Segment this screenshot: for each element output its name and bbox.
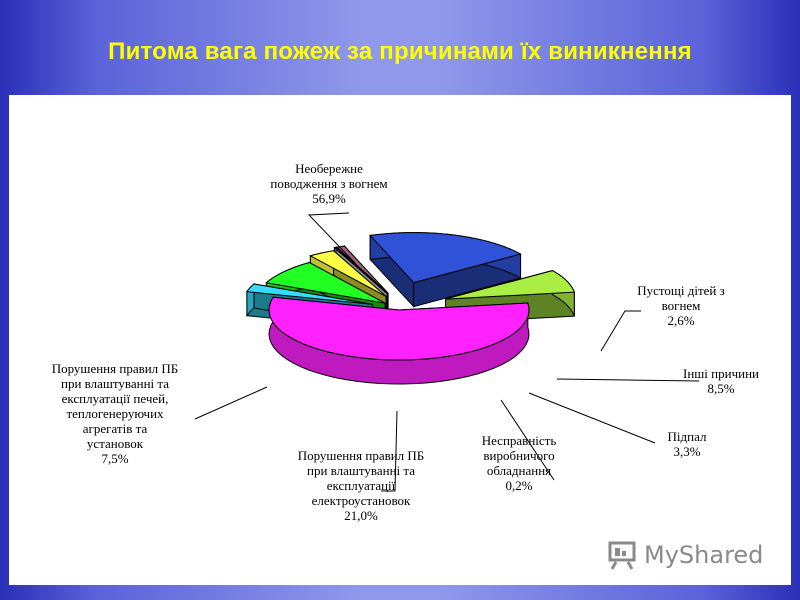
watermark: MyShared	[608, 538, 763, 572]
slice-label-line: обладнання	[487, 463, 551, 478]
slice-label-line: 21,0%	[344, 508, 378, 523]
slice-label-line: 8,5%	[707, 381, 734, 396]
pie-slice	[333, 246, 388, 294]
slide-title: Питома вага пожеж за причинами їх виникн…	[108, 38, 692, 65]
pie-slice	[369, 232, 522, 284]
leader-line	[600, 310, 641, 352]
slice-label-line: 56,9%	[312, 191, 346, 206]
slice-label-line: 0,2%	[505, 478, 532, 493]
slice-label-line: 3,3%	[673, 444, 700, 459]
presentation-board-icon	[608, 541, 636, 570]
slice-label-line: 2,6%	[667, 313, 694, 328]
slice-label-line: при влаштуванні та	[307, 463, 415, 478]
pie-slice	[246, 283, 373, 305]
slice-label-line: теплогенеруючих	[66, 406, 164, 421]
slice-label-line: Інші причини	[683, 366, 759, 381]
leader-line	[500, 399, 555, 481]
slice-label-line: експлуатації	[327, 478, 396, 493]
slice-label-line: агрегатів та	[83, 421, 148, 436]
pie-slice	[265, 261, 386, 304]
slice-label-line: 7,5%	[101, 451, 128, 466]
slice-label-line: установок	[87, 436, 144, 451]
leader-line	[556, 378, 700, 382]
slice-label-line: вогнем	[662, 298, 701, 313]
slice-label-line: Необережне	[295, 161, 363, 176]
pie-slice	[445, 270, 576, 300]
leader-line	[307, 212, 356, 264]
slice-label-line: виробничого	[483, 448, 554, 463]
slice-label-line: при влаштуванні та	[61, 376, 169, 391]
slice-label-line: Порушення правил ПБ	[52, 361, 179, 376]
leader-line	[381, 410, 398, 492]
pie-slice	[309, 250, 387, 297]
slice-label-line: Порушення правил ПБ	[298, 448, 425, 463]
slice-label-line: Несправність	[482, 433, 557, 448]
leader-line	[194, 386, 268, 420]
slice-label-line: поводження з вогнем	[270, 176, 387, 191]
pie-tops	[246, 232, 576, 361]
slice-label-line: Підпал	[668, 429, 707, 444]
slice-label-line: Пустощі дітей з	[637, 283, 725, 298]
leader-line	[528, 392, 656, 444]
watermark-text: MyShared	[644, 541, 764, 569]
slice-label-line: електроустановок	[312, 493, 411, 508]
slice-label-line: експлуатації печей,	[62, 391, 169, 406]
pie-slice	[268, 296, 530, 361]
